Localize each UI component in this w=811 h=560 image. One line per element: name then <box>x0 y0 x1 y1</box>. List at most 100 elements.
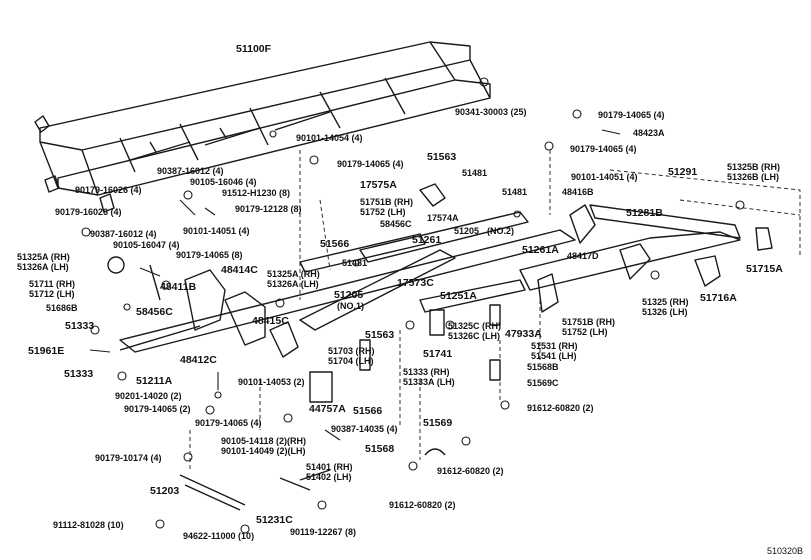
crossmember-drawings <box>107 204 741 353</box>
label-51961E: 51961E <box>28 345 65 357</box>
label-90179-14065-2: 90179-14065 (2) <box>124 404 191 414</box>
label-48415C: 48415C <box>252 315 289 327</box>
label-51333-rh: 51333 (RH) <box>403 367 450 377</box>
label-51203: 51203 <box>150 485 180 497</box>
label-51715A: 51715A <box>746 263 783 275</box>
label-47933A: 47933A <box>505 328 542 340</box>
label-51231C: 51231C <box>256 514 293 526</box>
label-51205-no1-sub: (NO.1) <box>337 301 364 311</box>
label-51402: 51402 (LH) <box>306 472 352 482</box>
label-94622-11000: 94622-11000 (10) <box>183 531 255 541</box>
label-48417D: 48417D <box>567 251 599 261</box>
label-48412C: 48412C <box>180 354 217 366</box>
label-90179-14065-8: 90179-14065 (8) <box>176 250 243 260</box>
label-51531: 51531 (RH) <box>531 341 578 351</box>
label-90101-14049: 90101-14049 (2)(LH) <box>221 446 306 456</box>
label-51333A-lh: 51333A (LH) <box>403 377 455 387</box>
label-44757A: 44757A <box>309 403 346 415</box>
label-51751B-a: 51751B (RH) <box>360 197 414 207</box>
label-90201-14020: 90201-14020 (2) <box>115 391 182 401</box>
label-51541: 51541 (LH) <box>531 351 577 361</box>
label-90179-10174: 90179-10174 (4) <box>95 453 162 463</box>
label-90179-14065-4a: 90179-14065 (4) <box>598 110 665 120</box>
label-90179-12128: 90179-12128 (8) <box>235 204 302 214</box>
label-51716A: 51716A <box>700 292 737 304</box>
label-58456C-b: 58456C <box>136 306 173 318</box>
dashed-leaders <box>189 150 801 470</box>
bracket-drawings <box>119 183 773 511</box>
label-51712: 51712 (LH) <box>29 289 75 299</box>
label-51205-no2-sub: (NO.2) <box>487 226 514 236</box>
label-90119-12267: 90119-12267 (8) <box>290 527 357 537</box>
label-90387-16012-a: 90387-16012 (4) <box>157 166 224 176</box>
label-48423A: 48423A <box>633 128 665 138</box>
label-51481-a: 51481 <box>462 168 488 178</box>
label-51211A: 51211A <box>136 375 173 387</box>
label-51326B: 51326B (LH) <box>727 172 780 182</box>
label-51751B-b: 51751B (RH) <box>562 317 616 327</box>
label-17574A: 17574A <box>427 213 459 223</box>
label-51261: 51261 <box>412 234 442 246</box>
label-90179-14065-4c: 90179-14065 (4) <box>337 159 404 169</box>
label-51711: 51711 (RH) <box>29 279 76 289</box>
label-51741: 51741 <box>423 348 453 360</box>
label-90179-14065-4d: 90179-14065 (4) <box>195 418 262 428</box>
label-51563-a: 51563 <box>427 151 457 163</box>
label-51481-c: 51481 <box>342 258 368 268</box>
label-51569: 51569 <box>423 417 453 429</box>
label-51566-a: 51566 <box>320 238 350 250</box>
label-90387-16012-b: 90387-16012 (4) <box>90 229 157 239</box>
label-51205-no1: 51205 <box>334 289 364 301</box>
label-51326-lh: 51326 (LH) <box>642 307 688 317</box>
label-90101-14051-a: 90101-14051 (4) <box>571 172 638 182</box>
label-91612-60820-c: 91612-60820 (2) <box>389 500 456 510</box>
label-51568: 51568 <box>365 443 395 455</box>
label-51325-rh: 51325 (RH) <box>642 297 689 307</box>
label-51566-b: 51566 <box>353 405 383 417</box>
label-51325A-a: 51325A (RH) <box>17 252 70 262</box>
label-51569C: 51569C <box>527 378 559 388</box>
label-51326A-b: 51326A (LH) <box>267 279 319 289</box>
label-51326A-a: 51326A (LH) <box>17 262 69 272</box>
label-90105-16046: 90105-16046 (4) <box>190 177 257 187</box>
label-90105-14118: 90105-14118 (2)(RH) <box>221 436 307 446</box>
label-51281B: 51281B <box>626 207 663 219</box>
label-90179-16026-b: 90179-16026 (4) <box>55 207 122 217</box>
label-17573C: 17573C <box>397 277 434 289</box>
label-90101-14051-b: 90101-14051 (4) <box>183 226 250 236</box>
label-90387-14035: 90387-14035 (4) <box>331 424 398 434</box>
label-51703: 51703 (RH) <box>328 346 375 356</box>
label-51686B: 51686B <box>46 303 78 313</box>
label-90341-30003: 90341-30003 (25) <box>455 107 527 117</box>
label-51325B: 51325B (RH) <box>727 162 781 172</box>
label-51481-b: 51481 <box>502 187 528 197</box>
label-91612-60820-b: 91612-60820 (2) <box>437 466 504 476</box>
label-48414C: 48414C <box>221 264 258 276</box>
label-51261A: 51261A <box>522 244 559 256</box>
label-51333-b: 51333 <box>64 368 94 380</box>
label-48416B: 48416B <box>562 187 594 197</box>
label-51752-a: 51752 (LH) <box>360 207 406 217</box>
label-91612-60820-a: 91612-60820 (2) <box>527 403 594 413</box>
label-91512-H1230: 91512-H1230 (8) <box>222 188 291 198</box>
diagram-code: 510320B <box>767 546 804 556</box>
label-51326C: 51326C (LH) <box>448 331 501 341</box>
label-51568B: 51568B <box>527 362 559 372</box>
label-51291: 51291 <box>668 166 698 178</box>
main-frame-drawing <box>34 41 491 213</box>
label-51704: 51704 (LH) <box>328 356 374 366</box>
label-90105-16047: 90105-16047 (4) <box>113 240 180 250</box>
label-51563-b: 51563 <box>365 329 395 341</box>
fastener-drawings <box>81 77 745 534</box>
label-51401: 51401 (RH) <box>306 462 353 472</box>
label-51251A: 51251A <box>440 290 477 302</box>
label-58456C-a: 58456C <box>380 219 412 229</box>
label-51333-a: 51333 <box>65 320 95 332</box>
label-90179-16026-a: 90179-16026 (4) <box>75 185 142 195</box>
label-51205-no2: 51205 <box>454 226 480 236</box>
label-90101-14054: 90101-14054 (4) <box>296 133 363 143</box>
label-51100F: 51100F <box>236 43 272 55</box>
label-51325A-b: 51325A (RH) <box>267 269 320 279</box>
